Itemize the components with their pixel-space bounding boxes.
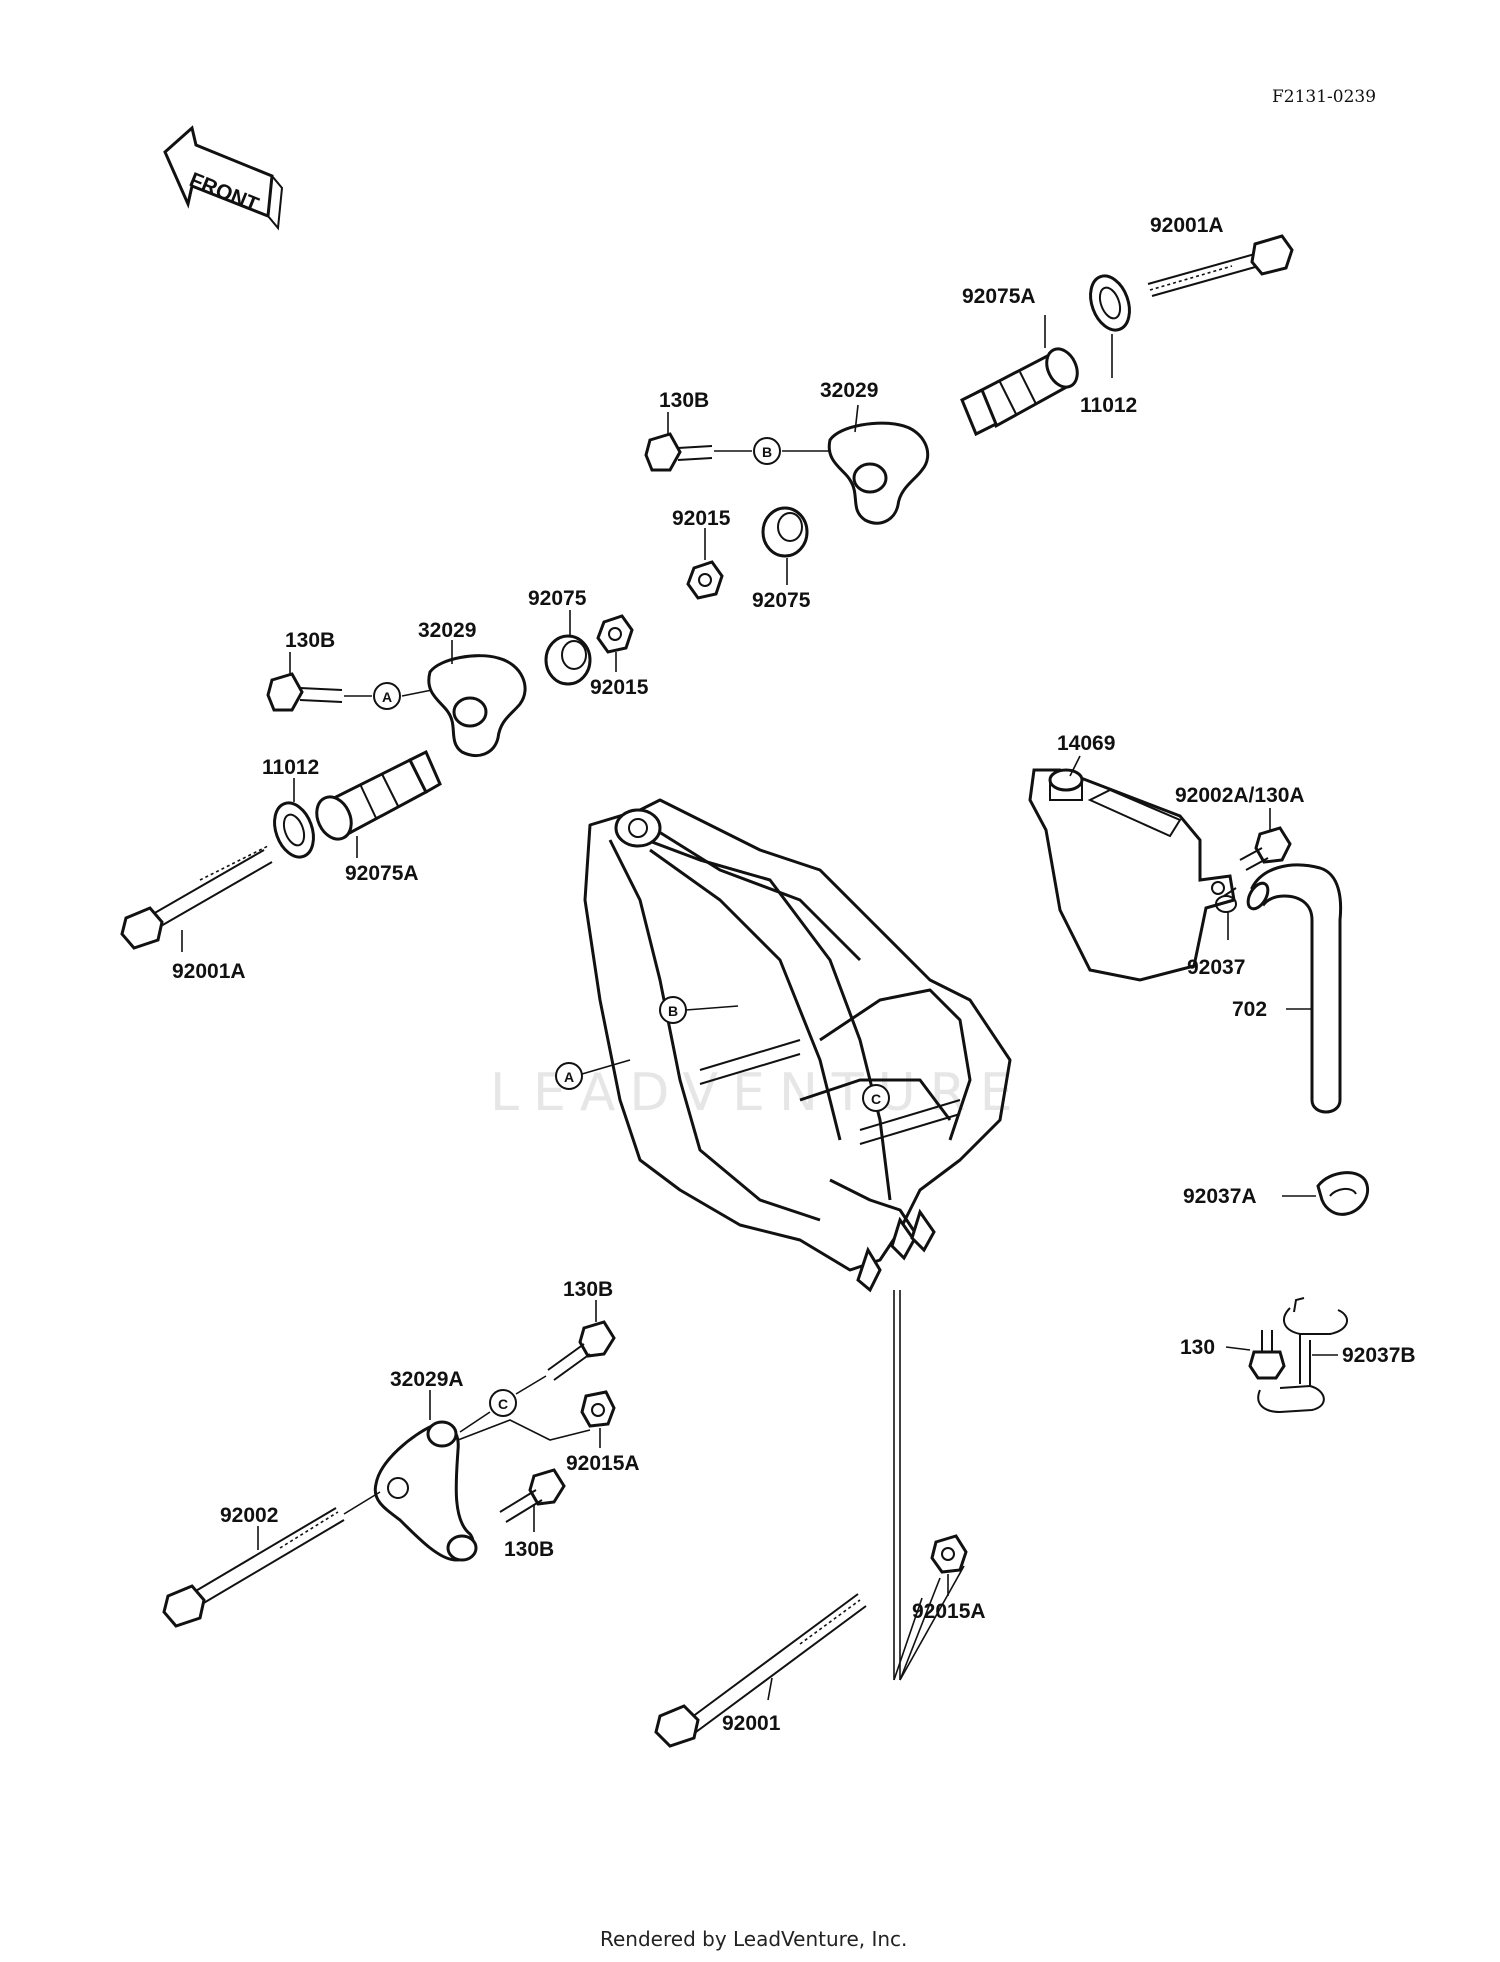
nut-92015A-low2 xyxy=(930,1534,968,1574)
bolt-130B-top xyxy=(644,432,713,472)
part-label-92001: 92001 xyxy=(722,1712,781,1735)
bolt-130B-low1 xyxy=(547,1320,616,1381)
part-label-92075A-left: 92075A xyxy=(345,862,419,885)
front-arrow-icon: FRONT xyxy=(163,125,284,231)
part-label-92075-top: 92075 xyxy=(752,589,811,612)
motorcycle-frame xyxy=(583,798,1012,1293)
clamp-92037B xyxy=(1257,1297,1348,1414)
part-label-11012-top: 11012 xyxy=(1080,394,1137,417)
part-label-92015-mid: 92015 xyxy=(590,676,649,699)
washer-11012-left xyxy=(273,801,315,859)
ref-marker-a-mid xyxy=(373,682,401,710)
nut-92015A-low1 xyxy=(580,1390,616,1428)
part-label-92015A-low1: 92015A xyxy=(566,1452,640,1475)
part-label-92037B: 92037B xyxy=(1342,1344,1416,1367)
bolt-92001 xyxy=(654,1593,867,1748)
hose-702 xyxy=(1246,863,1343,1114)
bushing-92075-top xyxy=(761,506,809,558)
clamp-92037 xyxy=(1215,887,1237,913)
part-label-702: 702 xyxy=(1232,998,1267,1021)
part-label-130B-low1: 130B xyxy=(563,1278,613,1301)
part-label-92037: 92037 xyxy=(1187,956,1245,979)
ref-marker-b-frame xyxy=(659,996,687,1024)
bracket-32029-top xyxy=(827,421,930,525)
part-label-14069: 14069 xyxy=(1057,732,1115,755)
bolt-92002A-130A xyxy=(1239,826,1292,871)
bushing-92075-mid xyxy=(544,634,592,686)
part-label-92037A: 92037A xyxy=(1183,1185,1257,1208)
part-label-92002A-130A: 92002A/130A xyxy=(1175,784,1305,807)
bolt-130B-mid xyxy=(266,672,343,712)
ref-marker-a-frame xyxy=(555,1062,583,1090)
part-label-130B-mid: 130B xyxy=(285,629,335,652)
part-label-32029-mid: 32029 xyxy=(418,619,476,642)
part-label-130B-top: 130B xyxy=(659,389,709,412)
part-label-92002: 92002 xyxy=(220,1504,278,1527)
bolt-130B-low2 xyxy=(499,1468,566,1523)
bolt-130 xyxy=(1248,1330,1286,1380)
part-label-92015A-low2: 92015A xyxy=(912,1600,986,1623)
svg-text:B: B xyxy=(668,1003,678,1019)
svg-text:A: A xyxy=(564,1069,574,1085)
svg-text:C: C xyxy=(498,1396,508,1412)
part-label-92001A-top: 92001A xyxy=(1150,214,1224,237)
diagram-code: F2131-0239 xyxy=(1272,87,1376,107)
part-label-92075A-top: 92075A xyxy=(962,285,1036,308)
bolt-92001A-left xyxy=(120,845,273,950)
washer-11012-top xyxy=(1089,274,1131,332)
svg-text:A: A xyxy=(382,689,392,705)
part-label-32029-top: 32029 xyxy=(820,379,878,402)
nut-92015-top xyxy=(686,560,724,600)
part-label-130: 130 xyxy=(1180,1336,1215,1359)
bracket-32029-mid xyxy=(427,654,527,757)
ref-marker-b-top xyxy=(753,437,781,465)
svg-text:B: B xyxy=(762,444,772,460)
ref-marker-c-low xyxy=(489,1389,517,1417)
part-label-32029A: 32029A xyxy=(390,1368,464,1391)
ref-marker-c-frame xyxy=(862,1084,890,1112)
part-label-11012-left: 11012 xyxy=(262,756,319,779)
part-label-92075-mid: 92075 xyxy=(528,587,587,610)
reservoir-14069 xyxy=(1028,768,1236,982)
collar-92075A-top xyxy=(960,347,1079,437)
footer-credit: Rendered by LeadVenture, Inc. xyxy=(600,1927,907,1951)
plate-32029A xyxy=(373,1420,478,1562)
svg-text:C: C xyxy=(871,1091,881,1107)
bolt-92001A-top xyxy=(1147,234,1294,297)
clamp-92037A xyxy=(1316,1171,1369,1216)
bolt-92002 xyxy=(162,1491,381,1628)
collar-92075A-left xyxy=(315,749,442,841)
part-label-92001A-left: 92001A xyxy=(172,960,246,983)
nut-92015-mid xyxy=(596,614,634,654)
part-label-92015-top: 92015 xyxy=(672,507,731,530)
part-label-130B-low2: 130B xyxy=(504,1538,554,1561)
